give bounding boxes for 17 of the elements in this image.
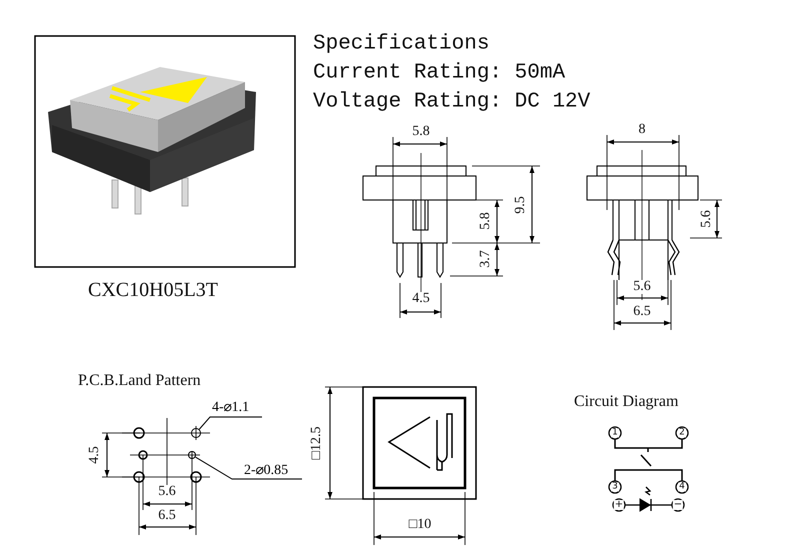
callout-text: 2-⌀0.85 bbox=[244, 462, 302, 479]
hole bbox=[191, 428, 201, 438]
callout-text: 4-⌀1.1 bbox=[212, 399, 262, 417]
leader-line bbox=[194, 456, 302, 480]
hole bbox=[188, 451, 196, 459]
polarity-sign: + bbox=[614, 500, 624, 510]
polarity-sign: − bbox=[672, 500, 684, 510]
spec-text: Voltage Rating: DC 12V bbox=[312, 92, 592, 112]
terminal-number: 4 bbox=[678, 482, 686, 492]
dimension-label: 5.6 bbox=[632, 280, 652, 294]
terminal-number: 1 bbox=[611, 428, 619, 438]
spec-text: Current Rating: 50mA bbox=[312, 62, 566, 84]
spec-heading: Specifications bbox=[312, 34, 490, 54]
leader-line bbox=[198, 416, 262, 430]
section-title: Circuit Diagram bbox=[573, 394, 680, 410]
terminal-number: 3 bbox=[611, 482, 619, 492]
terminal-number: 2 bbox=[678, 428, 686, 438]
